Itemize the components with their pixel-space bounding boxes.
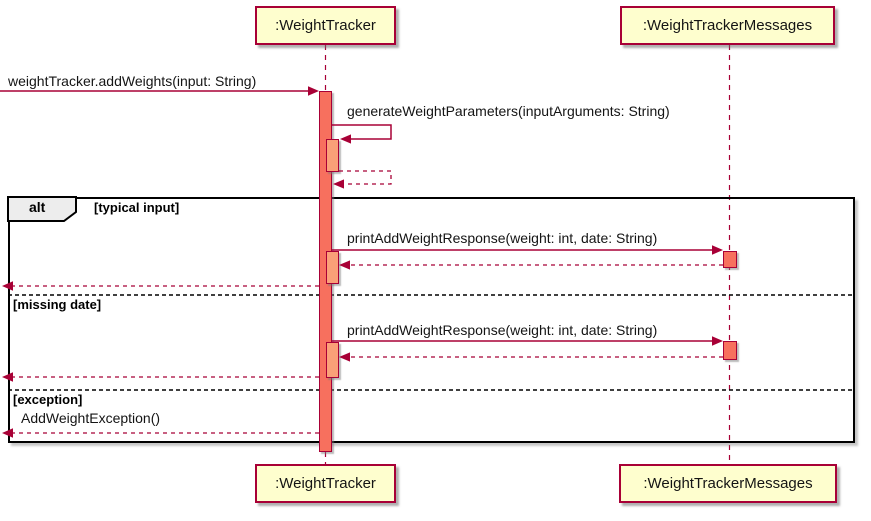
guard-typical-input: [typical input] <box>94 200 180 215</box>
guard-missing-date: [missing date] <box>13 297 102 312</box>
guard-exception: [exception] <box>13 392 83 407</box>
participant-box-weighttrackermessages-bottom: :WeightTrackerMessages <box>619 464 837 503</box>
activation-weighttracker-nested-3 <box>326 342 339 378</box>
message-addweightexception-label: AddWeightException() <box>21 410 161 426</box>
participant-label: :WeightTracker <box>275 17 376 34</box>
participant-box-weighttracker-top: :WeightTracker <box>255 6 396 45</box>
participant-label: :WeightTrackerMessages <box>643 475 813 492</box>
self-return-arrow <box>333 170 392 189</box>
self-call-arrow <box>332 124 392 144</box>
participant-box-weighttrackermessages-top: :WeightTrackerMessages <box>620 6 835 45</box>
message-generateweightparameters-label: generateWeightParameters(inputArguments:… <box>347 103 670 119</box>
activation-weighttracker-nested-1 <box>326 139 339 172</box>
message-printaddweightresponse-1-label: printAddWeightResponse(weight: int, date… <box>347 230 658 246</box>
message-addweights-label: weightTracker.addWeights(input: String) <box>8 73 257 89</box>
participant-label: :WeightTrackerMessages <box>642 17 813 34</box>
participant-label: :WeightTracker <box>275 475 376 492</box>
participant-box-weighttracker-bottom: :WeightTracker <box>255 464 396 503</box>
activation-messages-2 <box>723 341 737 360</box>
alt-frame <box>8 197 855 443</box>
activation-messages-1 <box>723 251 737 268</box>
activation-weighttracker-nested-2 <box>326 251 339 284</box>
alt-operator-label: alt <box>29 199 46 215</box>
message-printaddweightresponse-2-label: printAddWeightResponse(weight: int, date… <box>347 322 658 338</box>
